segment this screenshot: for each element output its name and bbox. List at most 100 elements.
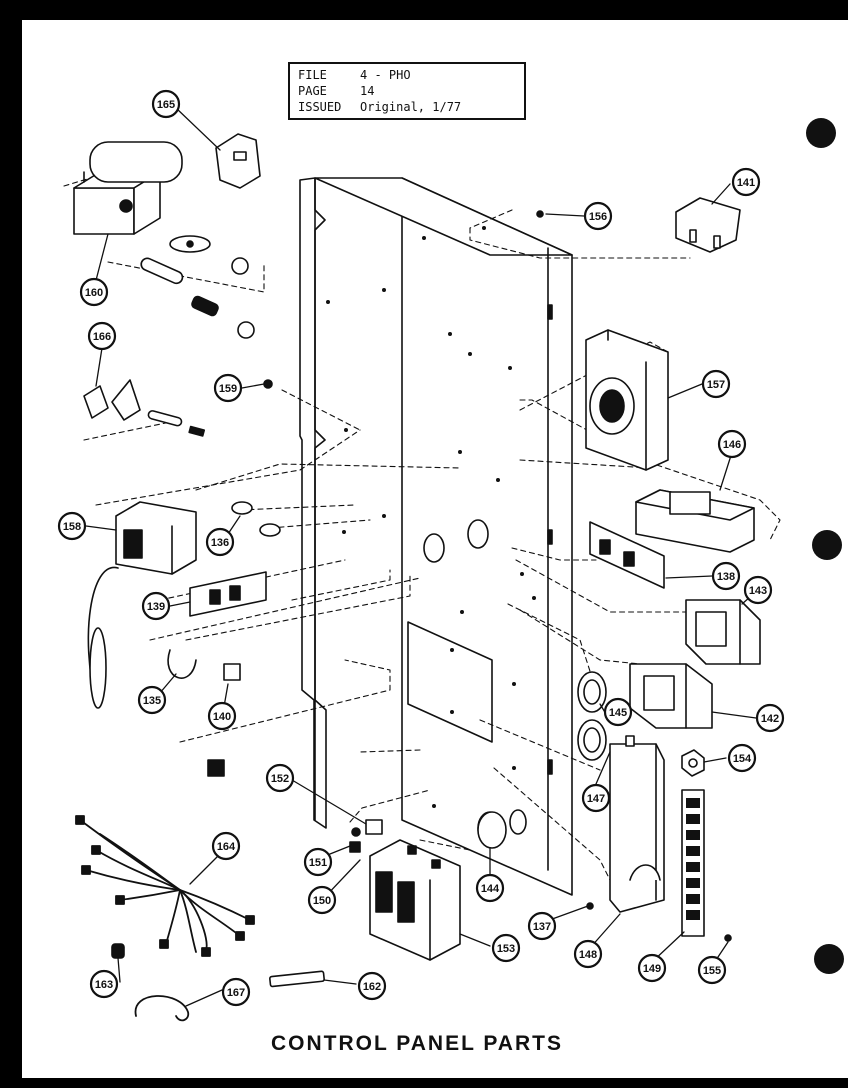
- callout-136: 136: [205, 527, 235, 557]
- callout-138: 138: [711, 561, 741, 591]
- callout-circle: [637, 953, 667, 983]
- diagram-caption: CONTROL PANEL PARTS: [271, 1032, 563, 1055]
- callout-number: 164: [217, 841, 236, 853]
- callout-circle: [265, 763, 295, 793]
- timer-motor: [585, 329, 669, 471]
- callout-circle: [743, 575, 773, 605]
- callout-circle: [57, 511, 87, 541]
- wire-clip: [231, 501, 281, 537]
- callout-number: 162: [363, 981, 381, 993]
- callout-147: 147: [581, 783, 611, 813]
- sensor-cable: [134, 995, 190, 1022]
- screw: [724, 934, 732, 942]
- callout-circle: [475, 873, 505, 903]
- callout-number: 153: [497, 943, 515, 955]
- back-panel: [314, 177, 573, 896]
- terminal-board: [189, 571, 267, 617]
- callout-number: 139: [147, 601, 165, 613]
- grommet: [223, 663, 241, 681]
- callout-circle: [213, 373, 243, 403]
- callout-number: 150: [313, 895, 331, 907]
- callout-149: 149: [637, 953, 667, 983]
- callout-circle: [755, 703, 785, 733]
- screw: [263, 379, 273, 389]
- callout-circle: [573, 939, 603, 969]
- callout-number: 138: [717, 571, 735, 583]
- callout-circle: [711, 561, 741, 591]
- callout-164: 164: [211, 831, 241, 861]
- wiring-harness: [75, 815, 255, 957]
- callout-157: 157: [701, 369, 731, 399]
- callout-circle: [307, 885, 337, 915]
- switch: [685, 599, 761, 665]
- issued-value: Original, 1/77: [360, 100, 462, 114]
- callout-circle: [701, 369, 731, 399]
- callout-152: 152: [265, 763, 295, 793]
- file-label: FILE: [298, 68, 327, 82]
- callout-circle: [221, 977, 251, 1007]
- callout-circle: [151, 89, 181, 119]
- callout-number: 166: [93, 331, 111, 343]
- callout-number: 154: [733, 753, 752, 765]
- callout-number: 136: [211, 537, 229, 549]
- callout-circle: [357, 971, 387, 1001]
- callout-circle: [207, 701, 237, 731]
- callout-145: 145: [603, 697, 633, 727]
- callout-156: 156: [583, 201, 613, 231]
- callout-151: 151: [303, 847, 333, 877]
- binder-hole: [814, 944, 844, 974]
- callout-number: 149: [643, 963, 661, 975]
- grommet: [577, 671, 607, 761]
- callout-146: 146: [717, 429, 747, 459]
- terminal-bracket: [609, 735, 665, 913]
- callout-circle: [731, 167, 761, 197]
- callout-number: 137: [533, 921, 551, 933]
- callout-139: 139: [141, 591, 171, 621]
- callout-number: 158: [63, 521, 81, 533]
- callout-162: 162: [357, 971, 387, 1001]
- callout-158: 158: [57, 511, 87, 541]
- callout-number: 159: [219, 383, 237, 395]
- callout-153: 153: [491, 933, 521, 963]
- callout-166: 166: [87, 321, 117, 351]
- callout-135: 135: [137, 685, 167, 715]
- callout-number: 163: [95, 979, 113, 991]
- callout-160: 160: [79, 277, 109, 307]
- callout-number: 165: [157, 99, 175, 111]
- bushing: [681, 749, 705, 777]
- callout-circle: [79, 277, 109, 307]
- callout-165: 165: [151, 89, 181, 119]
- terminal-cover: [215, 133, 261, 189]
- terminal-strip: [681, 789, 705, 937]
- callout-number: 142: [761, 713, 779, 725]
- callout-142: 142: [755, 703, 785, 733]
- callout-number: 144: [481, 883, 500, 895]
- callout-circle: [581, 783, 611, 813]
- terminal-set: [83, 379, 206, 437]
- callout-circle: [89, 969, 119, 999]
- small-bracket: [349, 819, 383, 853]
- binder-hole: [806, 118, 836, 148]
- callout-number: 157: [707, 379, 725, 391]
- callout-circle: [717, 429, 747, 459]
- grommet: [477, 811, 507, 849]
- callout-circle: [205, 527, 235, 557]
- bracket: [167, 649, 197, 679]
- callout-167: 167: [221, 977, 251, 1007]
- callout-154: 154: [727, 743, 757, 773]
- callout-number: 155: [703, 965, 721, 977]
- bolt: [111, 943, 125, 959]
- screw: [536, 210, 544, 218]
- callout-circle: [141, 591, 171, 621]
- callout-circle: [303, 847, 333, 877]
- switch: [629, 663, 713, 729]
- callout-number: 148: [579, 949, 597, 961]
- file-value: 4 - PHO: [360, 68, 411, 82]
- callout-150: 150: [307, 885, 337, 915]
- callout-number: 140: [213, 711, 231, 723]
- callout-number: 147: [587, 793, 605, 805]
- callout-circle: [491, 933, 521, 963]
